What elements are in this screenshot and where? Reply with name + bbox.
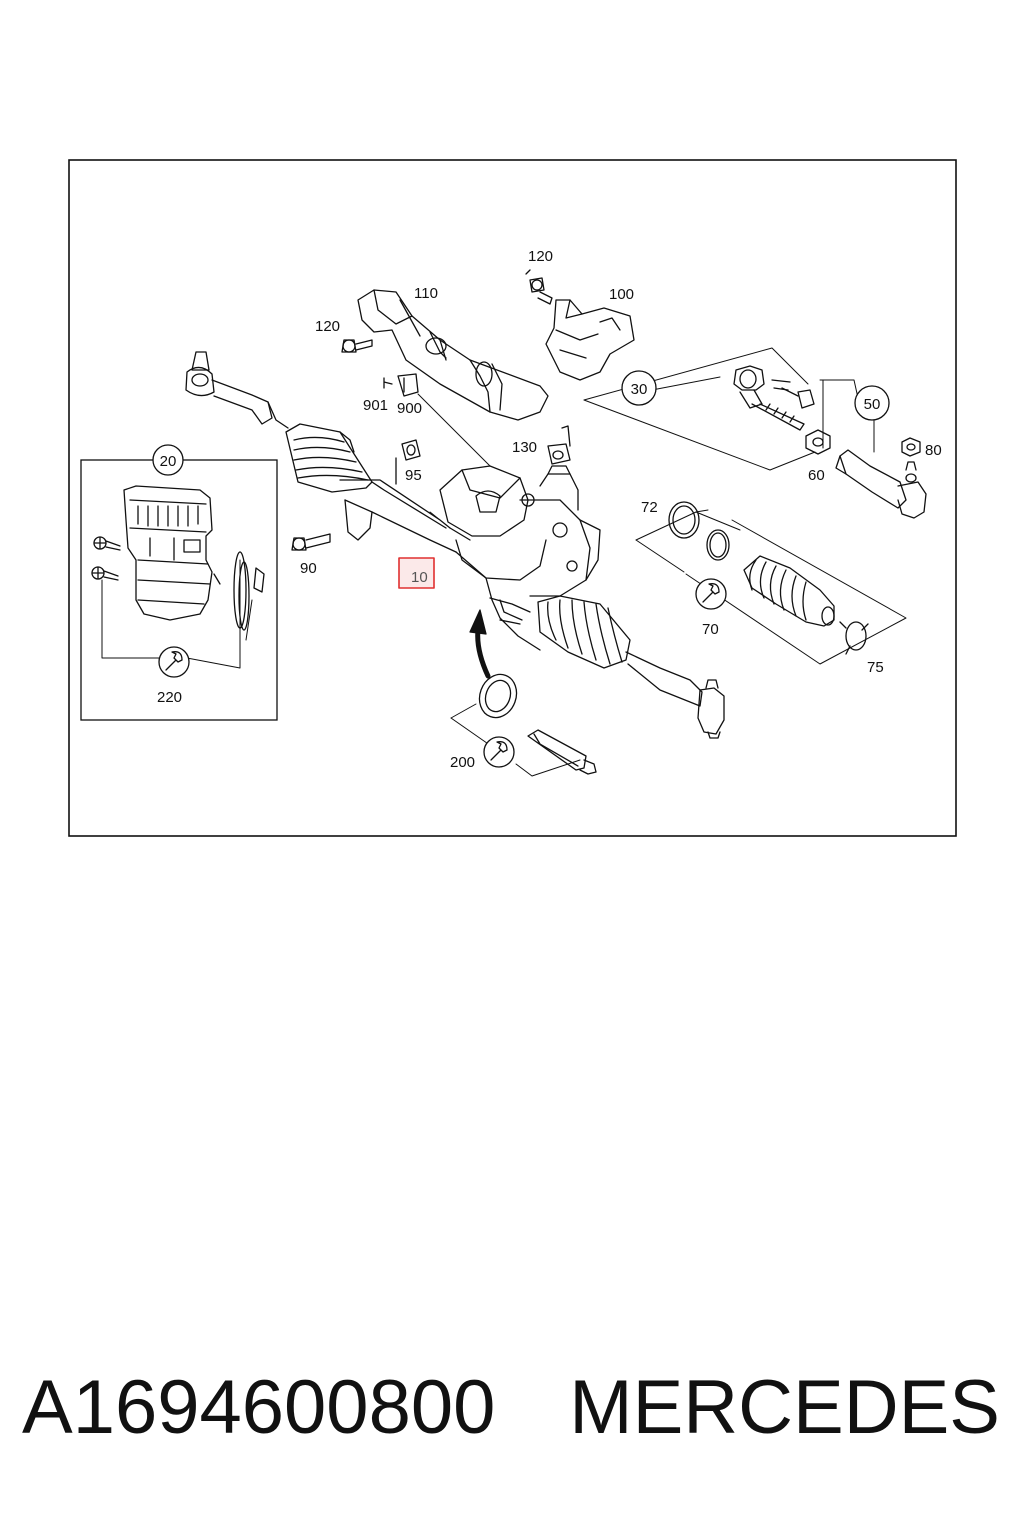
part-100-bracket bbox=[545, 299, 635, 381]
part-20-motor-unit bbox=[123, 485, 213, 621]
grease-tube bbox=[527, 729, 597, 775]
clamp-75 bbox=[839, 621, 869, 655]
ring-72 bbox=[668, 501, 700, 539]
nut-60 bbox=[805, 429, 831, 455]
part-110-cover bbox=[357, 289, 549, 421]
washer-95 bbox=[395, 439, 421, 485]
bolt-120-top bbox=[525, 269, 553, 305]
part-20-seals bbox=[213, 551, 265, 631]
callout-circle-30 bbox=[621, 370, 657, 406]
left-bellows-boot bbox=[285, 423, 373, 493]
part-30-inner-tie-rod bbox=[733, 365, 805, 431]
bolt-130 bbox=[547, 425, 571, 465]
callout-circles bbox=[152, 370, 890, 476]
right-bellows-boot bbox=[537, 595, 631, 669]
callout-80: 80 bbox=[925, 442, 942, 459]
callout-130: 130 bbox=[512, 439, 537, 456]
brand-name: MERCEDES bbox=[569, 1365, 1000, 1450]
wrench-icon bbox=[695, 578, 727, 610]
callout-72: 72 bbox=[641, 499, 658, 516]
callout-20: 20 bbox=[160, 453, 177, 470]
callout-60: 60 bbox=[808, 467, 825, 484]
bolt-120-left bbox=[341, 339, 373, 353]
part-70-boot bbox=[743, 555, 835, 627]
wrench-icon bbox=[483, 736, 515, 768]
callout-circle-50 bbox=[854, 385, 890, 421]
nut-80 bbox=[901, 437, 921, 457]
part-20-screws bbox=[91, 536, 121, 581]
callout-90: 90 bbox=[300, 560, 317, 577]
callout-50: 50 bbox=[864, 396, 881, 413]
diagram-frame bbox=[68, 159, 957, 837]
bolt-30-small bbox=[781, 387, 815, 409]
callout-110: 110 bbox=[414, 285, 438, 302]
callout-100: 100 bbox=[609, 286, 634, 303]
callout-900: 900 bbox=[397, 400, 422, 417]
callout-circle-20 bbox=[152, 444, 184, 476]
callout-10: 10 bbox=[411, 569, 428, 586]
callout-220: 220 bbox=[157, 689, 182, 706]
part-50-outer-tie-rod-end bbox=[835, 449, 927, 519]
callout-120-top: 120 bbox=[528, 248, 553, 265]
rack-housing bbox=[339, 479, 541, 651]
bolt-90 bbox=[291, 533, 331, 551]
steering-rack-exploded-diagram: 20 30 50 10 60 70 72 75 80 90 95 100 110… bbox=[68, 159, 957, 837]
callout-30: 30 bbox=[631, 381, 648, 398]
right-tie-rod-end bbox=[625, 651, 725, 739]
left-tie-rod-end bbox=[185, 351, 289, 429]
o-ring-small bbox=[706, 529, 730, 561]
part-number: A1694600800 bbox=[22, 1365, 496, 1450]
callout-95: 95 bbox=[405, 467, 422, 484]
assembly-arrow bbox=[469, 609, 491, 679]
clip-900 bbox=[383, 373, 419, 397]
callout-labels: 20 30 50 10 60 70 72 75 80 90 95 100 110… bbox=[157, 248, 942, 771]
wrench-icon bbox=[158, 646, 190, 678]
callout-70: 70 bbox=[702, 621, 719, 638]
callout-200: 200 bbox=[450, 754, 475, 771]
callout-901: 901 bbox=[363, 397, 388, 414]
callout-120-left: 120 bbox=[315, 318, 340, 335]
inset-box-20 bbox=[80, 459, 278, 721]
callout-75: 75 bbox=[867, 659, 884, 676]
ring-200 bbox=[478, 673, 518, 719]
pinion-housing bbox=[439, 465, 601, 621]
highlight-box-10 bbox=[398, 557, 435, 589]
